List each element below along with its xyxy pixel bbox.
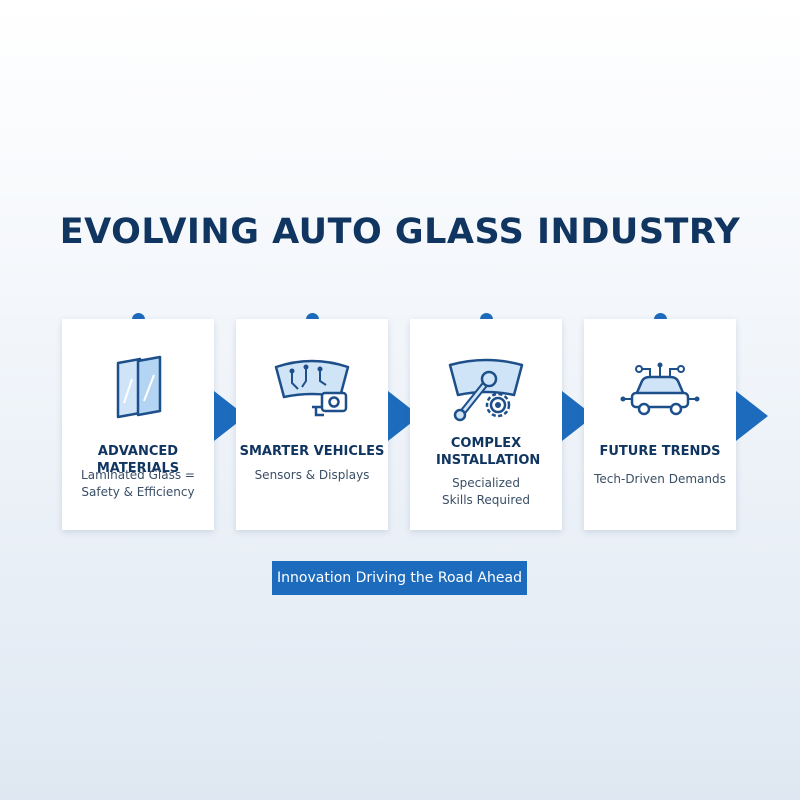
step-subtitle: Laminated Glass = Safety & Efficiency xyxy=(81,468,195,499)
step-title: ADVANCED MATERIALS xyxy=(96,444,180,476)
page-title: EVOLVING AUTO GLASS INDUSTRY xyxy=(59,212,741,252)
wrench-gear-icon xyxy=(448,358,524,422)
step-title: SMARTER VEHICLES xyxy=(239,444,385,459)
connected-car-icon xyxy=(620,362,700,416)
step-subtitle: Specialized Skills Required xyxy=(441,476,531,507)
glass-panels-icon xyxy=(116,355,162,419)
step-arrow xyxy=(736,391,768,441)
windshield-sensor-icon xyxy=(274,359,350,417)
step-subtitle: Sensors & Displays xyxy=(254,468,370,482)
tagline-banner: Innovation Driving the Road Ahead xyxy=(272,561,527,595)
step-card-complex-installation: COMPLEX INSTALLATION Specialized Skills … xyxy=(410,319,562,530)
step-card-future-trends: FUTURE TRENDS Tech-Driven Demands xyxy=(584,319,736,530)
step-card-smarter-vehicles: SMARTER VEHICLES Sensors & Displays xyxy=(236,319,388,530)
step-title: FUTURE TRENDS xyxy=(599,444,721,459)
step-subtitle: Tech-Driven Demands xyxy=(594,472,726,486)
step-title: COMPLEX INSTALLATION xyxy=(436,436,541,468)
step-card-advanced-materials: ADVANCED MATERIALS Laminated Glass = Saf… xyxy=(62,319,214,530)
